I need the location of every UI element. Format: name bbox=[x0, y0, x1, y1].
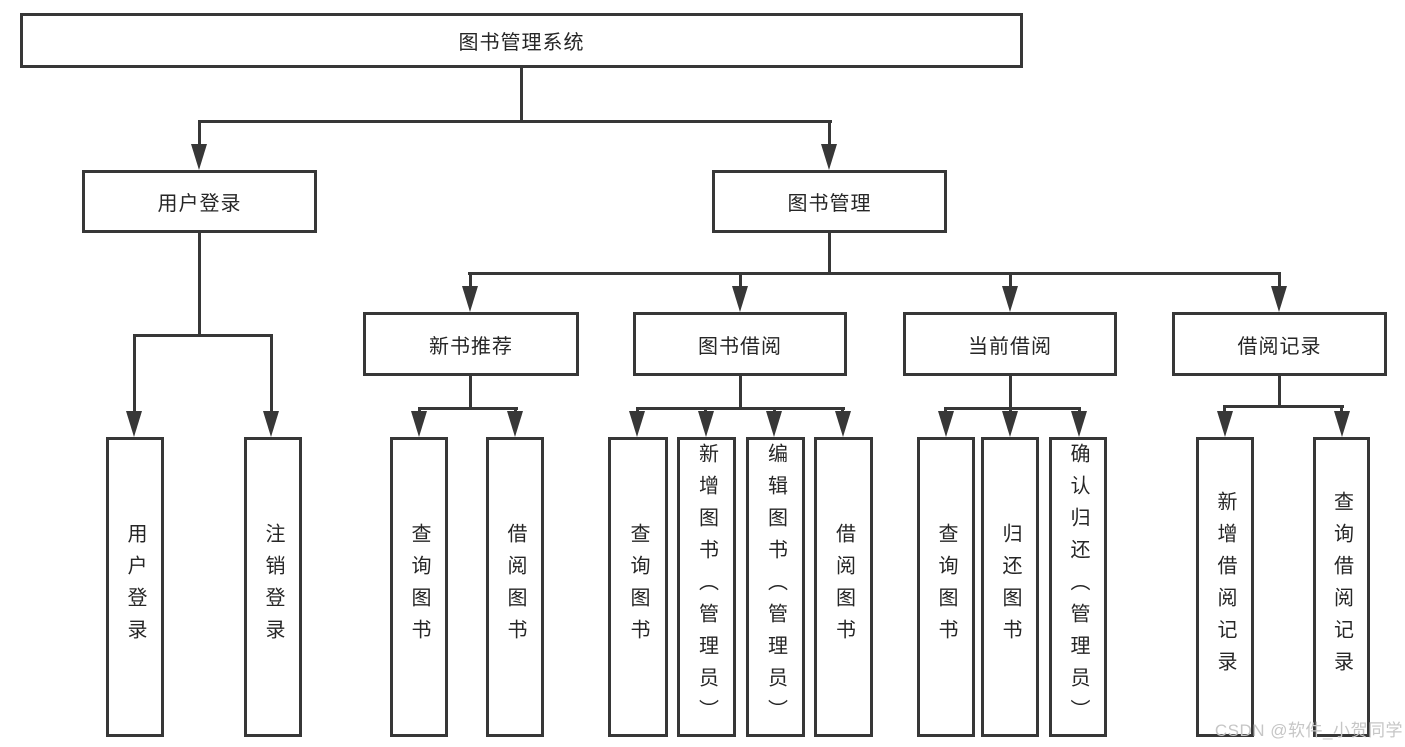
arrowhead-bb-edit bbox=[766, 411, 782, 437]
arrowhead-cb-return bbox=[1002, 411, 1018, 437]
connector-user-login-bus bbox=[133, 334, 273, 337]
arrowhead-user-login-leaf bbox=[126, 411, 142, 437]
leaf-cb-query-books: 查询图书 bbox=[917, 437, 975, 737]
node-book-mgmt-label: 图书管理 bbox=[787, 193, 872, 215]
arrowhead-cb-query bbox=[938, 411, 954, 437]
connector-borrow-records-stem bbox=[1278, 376, 1281, 408]
arrowhead-user-login bbox=[191, 144, 207, 170]
connector-drop-book-mgmt bbox=[828, 120, 831, 146]
leaf-logout: 注销登录 bbox=[244, 437, 302, 737]
connector-drop-book-borrow bbox=[739, 272, 742, 288]
leaf-br-query-record-label: 查询借阅记录 bbox=[1330, 491, 1353, 683]
csdn-watermark: CSDN @软件_小贺同学 bbox=[1214, 721, 1403, 740]
node-borrow-records: 借阅记录 bbox=[1172, 312, 1387, 376]
connector-root-stem bbox=[520, 68, 523, 123]
connector-book-mgmt-bus bbox=[468, 272, 1281, 275]
node-user-login-label: 用户登录 bbox=[157, 193, 242, 215]
arrowhead-book-mgmt bbox=[821, 144, 837, 170]
node-borrow-records-label: 借阅记录 bbox=[1237, 335, 1322, 358]
arrowhead-br-query bbox=[1334, 411, 1350, 437]
arrowhead-current-borrow bbox=[1002, 286, 1018, 312]
leaf-user-login: 用户登录 bbox=[106, 437, 164, 737]
connector-user-login-stem bbox=[198, 233, 201, 337]
node-current-borrow: 当前借阅 bbox=[903, 312, 1117, 376]
leaf-br-add-record: 新增借阅记录 bbox=[1196, 437, 1254, 737]
node-new-books: 新书推荐 bbox=[363, 312, 579, 376]
node-current-borrow-label: 当前借阅 bbox=[968, 335, 1052, 358]
leaf-bb-query-books: 查询图书 bbox=[608, 437, 668, 737]
arrowhead-nb-query bbox=[411, 411, 427, 437]
arrowhead-cb-confirm bbox=[1071, 411, 1087, 437]
connector-drop-current-borrow bbox=[1009, 272, 1012, 288]
node-book-borrow: 图书借阅 bbox=[633, 312, 847, 376]
leaf-bb-edit-books-label: 编辑图书（管理员） bbox=[764, 443, 787, 731]
node-user-login: 用户登录 bbox=[82, 170, 317, 233]
arrowhead-borrow-records bbox=[1271, 286, 1287, 312]
arrowhead-bb-query bbox=[629, 411, 645, 437]
connector-drop-borrow-records bbox=[1278, 272, 1281, 288]
connector-book-borrow-bus bbox=[636, 407, 845, 410]
connector-new-books-bus bbox=[418, 407, 518, 410]
arrowhead-br-add bbox=[1217, 411, 1233, 437]
connector-current-borrow-stem bbox=[1009, 376, 1012, 410]
leaf-bb-add-books-label: 新增图书（管理员） bbox=[695, 443, 718, 731]
arrowhead-nb-borrow bbox=[507, 411, 523, 437]
connector-book-mgmt-stem bbox=[828, 233, 831, 275]
node-root-label: 图书管理系统 bbox=[458, 32, 585, 54]
connector-borrow-records-bus bbox=[1223, 405, 1344, 408]
arrowhead-logout-leaf bbox=[263, 411, 279, 437]
connector-root-bus bbox=[198, 120, 832, 123]
leaf-user-login-label: 用户登录 bbox=[124, 523, 146, 651]
arrowhead-new-books bbox=[462, 286, 478, 312]
leaf-bb-borrow-books-label: 借阅图书 bbox=[832, 523, 855, 651]
leaf-nb-query-books-label: 查询图书 bbox=[408, 523, 430, 651]
leaf-nb-borrow-books-label: 借阅图书 bbox=[504, 523, 526, 651]
leaf-bb-borrow-books: 借阅图书 bbox=[814, 437, 873, 737]
node-root: 图书管理系统 bbox=[20, 13, 1023, 68]
connector-new-books-stem bbox=[469, 376, 472, 410]
leaf-nb-borrow-books: 借阅图书 bbox=[486, 437, 544, 737]
connector-drop-user-login-leaf bbox=[133, 334, 136, 413]
arrowhead-bb-borrow bbox=[835, 411, 851, 437]
connector-drop-user-login bbox=[198, 120, 201, 146]
leaf-logout-label: 注销登录 bbox=[262, 523, 284, 651]
arrowhead-bb-add bbox=[698, 411, 714, 437]
leaf-bb-query-books-label: 查询图书 bbox=[627, 523, 649, 651]
connector-drop-logout-leaf bbox=[270, 334, 273, 413]
leaf-br-add-record-label: 新增借阅记录 bbox=[1214, 491, 1236, 683]
node-book-mgmt: 图书管理 bbox=[712, 170, 947, 233]
leaf-cb-confirm-return-label: 确认归还（管理员） bbox=[1067, 443, 1089, 731]
connector-drop-br-query bbox=[1340, 405, 1343, 415]
leaf-br-query-record: 查询借阅记录 bbox=[1313, 437, 1370, 737]
leaf-cb-return-books: 归还图书 bbox=[981, 437, 1039, 737]
leaf-cb-query-books-label: 查询图书 bbox=[935, 523, 957, 651]
node-book-borrow-label: 图书借阅 bbox=[698, 335, 782, 358]
connector-book-borrow-stem bbox=[739, 376, 742, 410]
node-new-books-label: 新书推荐 bbox=[429, 335, 513, 358]
connector-current-borrow-bus bbox=[944, 407, 1081, 410]
arrowhead-book-borrow bbox=[732, 286, 748, 312]
connector-drop-new-books bbox=[469, 272, 472, 288]
leaf-bb-add-books: 新增图书（管理员） bbox=[677, 437, 736, 737]
leaf-cb-return-books-label: 归还图书 bbox=[999, 523, 1021, 651]
leaf-cb-confirm-return: 确认归还（管理员） bbox=[1049, 437, 1107, 737]
leaf-nb-query-books: 查询图书 bbox=[390, 437, 448, 737]
connector-drop-br-add bbox=[1223, 405, 1226, 415]
leaf-bb-edit-books: 编辑图书（管理员） bbox=[746, 437, 805, 737]
